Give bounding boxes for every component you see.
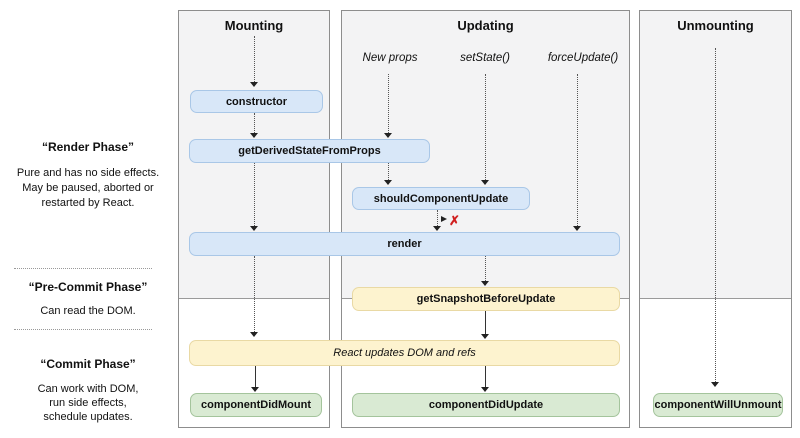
commit-phase-title: “Commit Phase” bbox=[40, 357, 136, 371]
render-phase-line: Pure and has no side effects. bbox=[16, 167, 160, 179]
flow-line-setstate bbox=[485, 74, 486, 180]
flow-line-render-reactupdates bbox=[254, 256, 255, 332]
node-component-did-update[interactable]: componentDidUpdate bbox=[352, 393, 620, 417]
flow-line-constructor-gdsfp bbox=[254, 113, 255, 133]
arrowhead bbox=[250, 82, 258, 87]
arrowhead bbox=[384, 180, 392, 185]
arrowhead bbox=[384, 133, 392, 138]
commit-phase-line: Can work with DOM, bbox=[37, 383, 139, 395]
false-branch-arrowhead bbox=[441, 216, 447, 222]
pre-commit-phase-title: “Pre-Commit Phase” bbox=[28, 280, 148, 294]
trigger-forceupdate[interactable]: forceUpdate() bbox=[547, 52, 619, 64]
node-should-component-update[interactable]: shouldComponentUpdate bbox=[352, 187, 530, 210]
flow-line-gdsfp-scu bbox=[388, 163, 389, 180]
render-phase-line: May be paused, aborted or bbox=[22, 182, 154, 194]
node-constructor[interactable]: constructor bbox=[190, 90, 323, 113]
arrowhead bbox=[481, 281, 489, 286]
arrowhead bbox=[251, 387, 259, 392]
trigger-new-props: New props bbox=[362, 52, 418, 64]
flow-line-mounting-start bbox=[254, 36, 255, 82]
arrowhead bbox=[481, 334, 489, 339]
node-component-will-unmount[interactable]: componentWillUnmount bbox=[653, 393, 783, 417]
arrowhead bbox=[481, 180, 489, 185]
flow-line-gsbu-reactupdates bbox=[485, 311, 486, 334]
node-component-did-mount[interactable]: componentDidMount bbox=[190, 393, 322, 417]
arrowhead bbox=[481, 387, 489, 392]
arrowhead bbox=[250, 226, 258, 231]
arrowhead bbox=[250, 133, 258, 138]
pre-commit-phase-line: Can read the DOM. bbox=[40, 305, 136, 317]
flow-line-unmounting bbox=[715, 48, 716, 382]
node-get-snapshot-before-update[interactable]: getSnapshotBeforeUpdate bbox=[352, 287, 620, 311]
arrowhead bbox=[573, 226, 581, 231]
arrowhead bbox=[711, 382, 719, 387]
column-title-unmounting: Unmounting bbox=[677, 18, 754, 33]
commit-phase-line: run side effects, bbox=[49, 397, 127, 409]
node-react-updates-dom: React updates DOM and refs bbox=[189, 340, 620, 366]
flow-line-reactupdates-didmount bbox=[255, 366, 256, 387]
phase-separator bbox=[14, 329, 152, 330]
flow-line-scu-render bbox=[437, 210, 438, 226]
node-get-derived-state-from-props[interactable]: getDerivedStateFromProps bbox=[189, 139, 430, 163]
cancel-mark: ✗ bbox=[449, 213, 460, 228]
render-phase-title: “Render Phase” bbox=[41, 140, 135, 154]
phase-separator bbox=[14, 268, 152, 269]
render-phase-line: restarted by React. bbox=[41, 197, 135, 209]
arrowhead bbox=[433, 226, 441, 231]
flow-line-forceupdate bbox=[577, 74, 578, 226]
commit-phase-line: schedule updates. bbox=[43, 411, 133, 423]
column-title-updating: Updating bbox=[457, 18, 514, 33]
node-render[interactable]: render bbox=[189, 232, 620, 256]
trigger-setstate[interactable]: setState() bbox=[460, 52, 510, 64]
column-title-mounting: Mounting bbox=[224, 18, 284, 33]
flow-line-gdsfp-render bbox=[254, 163, 255, 226]
flow-line-newprops bbox=[388, 74, 389, 133]
arrowhead bbox=[250, 332, 258, 337]
flow-line-reactupdates-didupdate bbox=[485, 366, 486, 387]
flow-line-render-gsbu bbox=[485, 256, 486, 281]
